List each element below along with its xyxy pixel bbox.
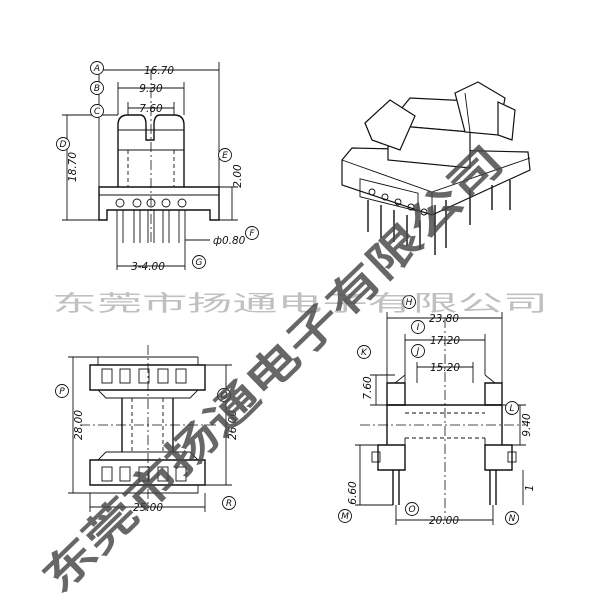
dim-h-value: 23.80 [429,313,459,325]
dim-tag-l: L [505,401,519,415]
svg-text:J: J [415,347,420,357]
dim-j-value: 15.20 [430,362,460,374]
svg-text:K: K [361,348,368,358]
dim-p-value: 28.00 [73,410,85,440]
dim-tag-n: N [505,511,519,525]
svg-text:A: A [93,64,100,74]
dim-tag-k: K [357,345,371,359]
watermark-company-line: 东莞市扬通电子有限公司 [52,292,548,317]
dim-i-value: 17.20 [430,335,460,347]
dim-l-value: 9.40 [521,413,533,437]
dim-r-value: 25.00 [133,502,163,514]
dim-tag-g: G [192,255,206,269]
svg-text:D: D [60,140,67,150]
dim-o-value: 20.00 [429,515,459,527]
svg-text:H: H [406,298,413,308]
dim-tag-m: M [338,509,352,523]
isometric-view [341,81,531,255]
dim-m-value: 6.60 [347,481,359,505]
dim-tag-e: E [218,148,232,162]
dim-tag-j: J [411,344,425,358]
dim-c-value: 7.60 [139,103,163,115]
dim-b-value: 9.30 [139,83,163,95]
dim-q-value: 26.00 [227,410,239,440]
dim-g-value: 3-4.00 [131,261,165,273]
svg-text:L: L [509,404,514,414]
dim-tag-d: D [56,137,70,151]
dim-d-value: 18.70 [67,152,79,182]
dim-n-value: 1 [524,485,536,492]
svg-text:C: C [94,107,101,117]
svg-text:B: B [94,84,100,94]
svg-text:E: E [222,151,228,161]
svg-text:O: O [408,505,415,515]
dim-k-value: 7.60 [362,376,374,400]
dim-tag-a: A [90,61,104,75]
svg-text:I: I [417,323,420,333]
dim-a-value: 16.70 [144,65,174,77]
dim-tag-c: C [90,104,104,118]
dim-tag-p: P [55,384,69,398]
dim-tag-i: I [411,320,425,334]
svg-text:P: P [59,387,65,397]
svg-text:M: M [341,512,349,522]
front-view: 16.70 9.30 7.60 18.70 2.00 ф0.80 3-4.00 … [56,61,259,273]
dim-tag-q: Q [217,388,231,402]
dim-tag-r: R [222,496,236,510]
bottom-view: 28.00 26.00 25.00 P Q R [55,345,239,514]
svg-text:F: F [249,229,255,239]
svg-text:Q: Q [220,391,227,401]
dim-f-value: ф0.80 [213,235,246,247]
dim-tag-b: B [90,81,104,95]
dim-tag-f: F [245,226,259,240]
dim-tag-h: H [402,295,416,309]
dim-e-value: 2.00 [232,164,244,188]
side-view: 23.80 17.20 15.20 7.60 9.40 6.60 20.00 1… [338,295,536,527]
svg-text:R: R [226,499,232,509]
svg-text:G: G [196,258,203,268]
dim-tag-o: O [405,502,419,516]
svg-text:N: N [509,514,516,524]
